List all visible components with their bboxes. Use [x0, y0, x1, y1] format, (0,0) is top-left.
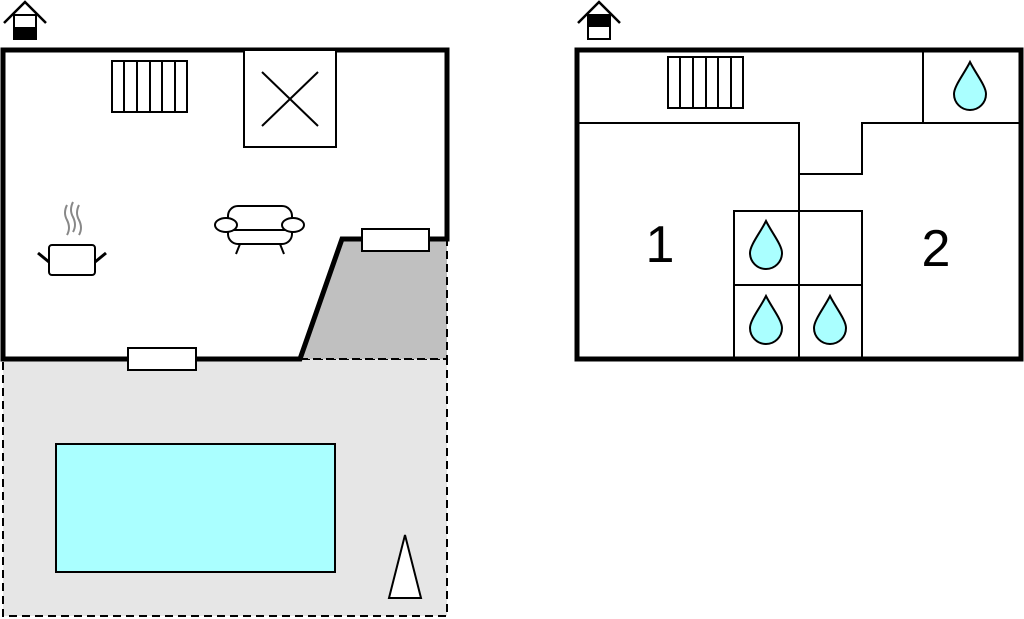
kitchen-pot-icon — [37, 201, 107, 276]
interior-walls — [577, 50, 1021, 360]
radiator-icon — [667, 56, 744, 109]
swimming-pool — [55, 443, 336, 573]
stairs-void-icon — [243, 49, 337, 148]
house-upper-floor-icon — [577, 0, 621, 40]
upper-floor-plan: 1 2 — [574, 0, 1024, 362]
room-1-label: 1 — [646, 216, 675, 274]
north-arrow-icon — [387, 534, 423, 599]
sofa-icon — [214, 205, 305, 255]
window — [361, 228, 430, 252]
room-2-label: 2 — [922, 220, 951, 278]
window — [127, 347, 197, 371]
radiator-icon — [111, 60, 188, 113]
house-ground-floor-icon — [3, 0, 47, 40]
ground-floor-plan — [0, 0, 450, 617]
